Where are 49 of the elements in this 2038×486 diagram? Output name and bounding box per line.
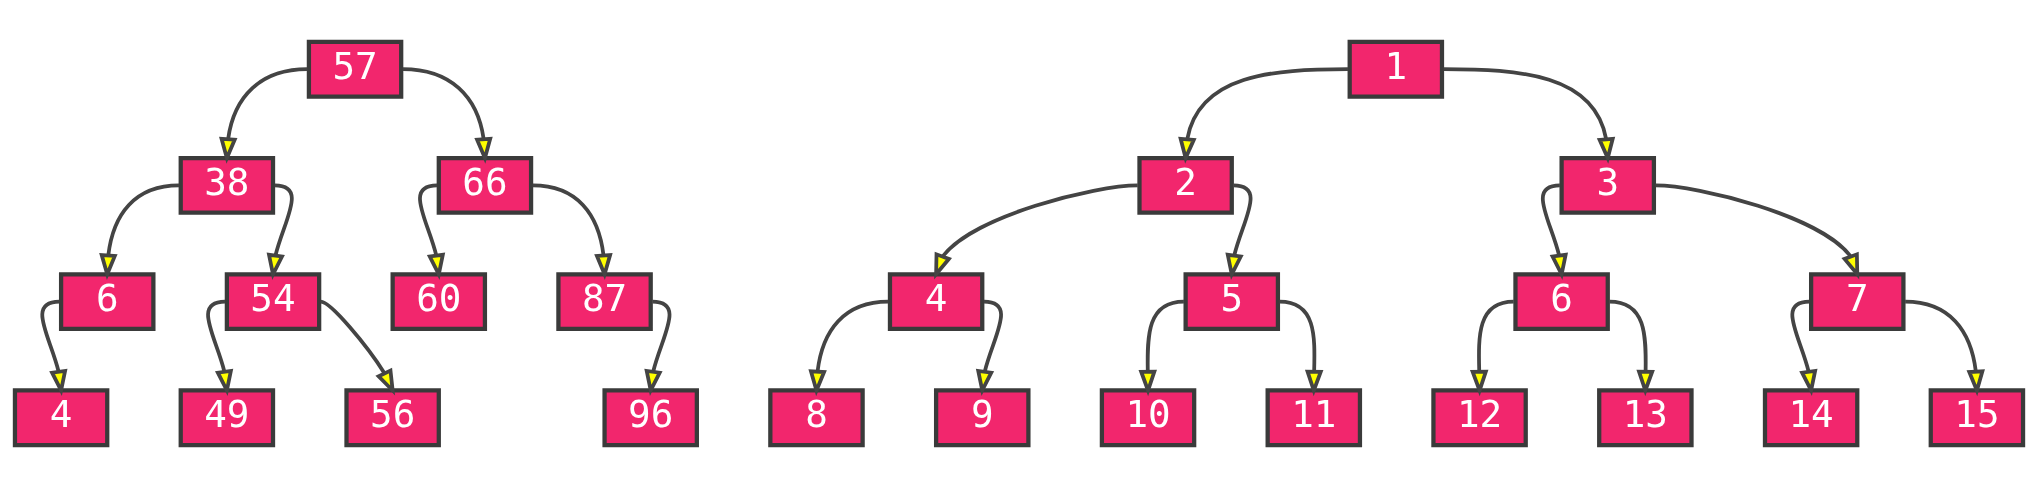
node-box: 13 [1597,387,1694,447]
node-box: 56 [344,387,441,447]
arrow [644,299,672,396]
node-box: 96 [602,387,699,447]
node-box: 12 [1431,387,1528,447]
arrow [1609,299,1655,396]
node-box: 87 [556,271,653,331]
node-box: 2 [1137,155,1234,215]
node-box: 57 [306,39,404,99]
arrow [320,299,396,396]
arrow [402,66,493,164]
node-box: 9 [933,387,1031,447]
arrow [1138,299,1185,396]
arrow [1469,299,1514,396]
arrow [1790,299,1818,396]
node-box: 1 [1347,39,1445,99]
node-box: 7 [1809,271,1906,331]
arrow [1178,66,1348,164]
node-box: 66 [436,155,534,215]
node-box: 10 [1099,387,1197,447]
arrow [934,183,1138,280]
node-box: 6 [58,271,156,331]
node-box: 4 [887,271,985,331]
arrow [975,299,1003,396]
arrow [1225,183,1253,280]
node-box: 49 [178,387,276,447]
arrow [532,183,613,280]
node-box: 5 [1183,271,1281,331]
node-box: 54 [224,271,322,331]
arrow [1655,183,1860,280]
arrow [418,183,446,280]
node-box: 38 [178,155,276,215]
arrow [1443,66,1616,164]
node-box: 14 [1762,387,1860,447]
arrow [1905,299,1985,396]
node-box: 4 [12,387,110,447]
node-box: 15 [1928,387,2026,447]
arrow [808,299,889,396]
arrow [1279,299,1324,396]
arrow [219,66,308,164]
node-box: 3 [1559,155,1657,215]
arrow [206,299,234,396]
node-box: 8 [768,387,865,447]
node-box: 11 [1265,387,1363,447]
node-box: 6 [1513,271,1610,331]
arrow [40,299,68,396]
arrow [266,183,294,280]
arrow [99,183,180,280]
node-box: 60 [390,271,488,331]
